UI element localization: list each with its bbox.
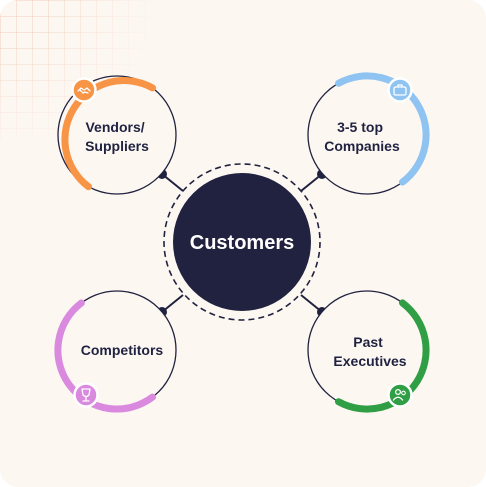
node-executives-accent-arc (335, 299, 430, 413)
center-node: Customers (163, 163, 321, 321)
node-vendors: Vendors/ Suppliers (57, 75, 177, 195)
node-vendors-label: Vendors/ Suppliers (85, 119, 149, 154)
node-companies-accent-arc (335, 72, 430, 186)
node-vendors-accent-arc (61, 77, 156, 191)
node-vendors-line-1: Vendors/ (85, 119, 144, 135)
node-companies-label: 3-5 top Companies (324, 119, 400, 154)
node-companies-line-2: Companies (324, 138, 400, 154)
node-executives-line-1: Past (353, 334, 383, 350)
trophy-icon (73, 382, 99, 408)
handshake-icon (71, 77, 97, 103)
node-executives-label: Past Executives (333, 334, 406, 369)
node-competitors: Competitors (54, 290, 177, 413)
node-competitors-label: Competitors (81, 342, 164, 358)
center-dashed-ring (163, 163, 321, 321)
center-circle (173, 173, 311, 311)
node-companies-line-1: 3-5 top (337, 119, 383, 135)
center-label: Customers (190, 232, 294, 254)
node-vendors-ring (57, 75, 177, 195)
node-competitors-accent-arc (54, 299, 156, 413)
node-executives: Past Executives (307, 290, 430, 413)
node-companies: 3-5 top Companies (307, 72, 430, 195)
users-icon (387, 382, 413, 408)
briefcase-icon (387, 77, 413, 103)
node-executives-line-2: Executives (333, 353, 406, 369)
node-vendors-line-2: Suppliers (85, 138, 149, 154)
